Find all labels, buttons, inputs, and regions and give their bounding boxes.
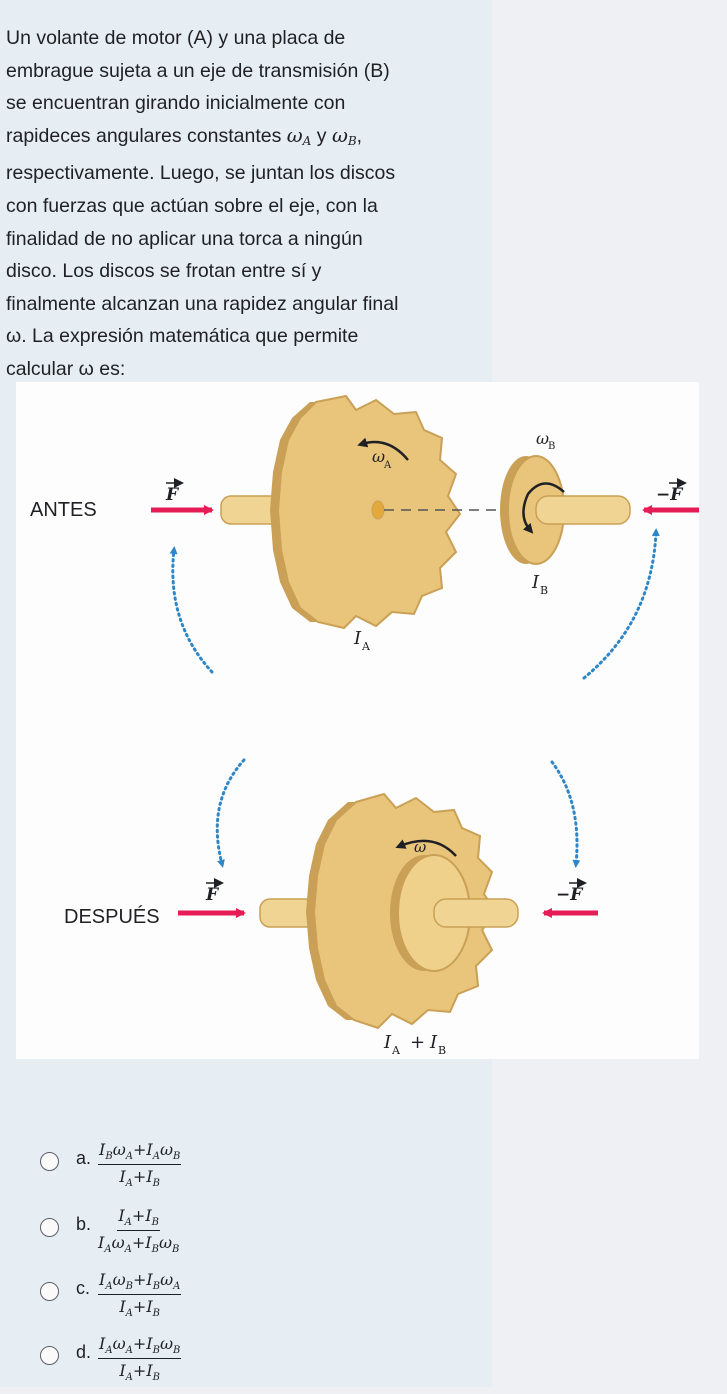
clutch-diagram: ANTES F ω A ω B −F I bbox=[30, 394, 699, 1057]
option-d[interactable]: d. IAωA+IBωB IA+IB bbox=[40, 1334, 440, 1394]
question-line-text: y bbox=[311, 124, 332, 147]
question-line: calcular ω es: bbox=[6, 357, 126, 380]
omega-sub-b: B bbox=[548, 441, 555, 452]
inertia-sub-a: A bbox=[361, 640, 371, 653]
option-formula: IBωA+IAωB IA+IB bbox=[98, 1140, 182, 1190]
option-b[interactable]: b. IA+IB IAωA+IBωB bbox=[40, 1206, 440, 1266]
clutch-figure: ANTES F ω A ω B −F I bbox=[16, 382, 699, 1059]
question-line: ω. La expresión matemática que permite bbox=[6, 325, 359, 348]
formula-numerator: IBωA+IAωB bbox=[98, 1140, 182, 1166]
question-line: rapideces angulares constantes ωA y ωB, bbox=[6, 120, 476, 158]
question-line: respectivamente. Luego, se juntan los di… bbox=[6, 162, 396, 185]
rotation-arrow-b bbox=[522, 482, 565, 534]
option-formula: IAωB+IBωA IA+IB bbox=[98, 1270, 182, 1320]
formula-denominator: IA+IB bbox=[119, 1167, 160, 1190]
omega-label-combined: ω bbox=[414, 838, 426, 856]
question-line: Un volante de motor (A) y una placa de bbox=[6, 27, 346, 49]
option-letter: a. bbox=[76, 1148, 92, 1168]
formula-denominator: IA+IB bbox=[119, 1297, 160, 1320]
question-line-text: rapideces angulares constantes bbox=[6, 124, 287, 147]
rotation-arrow-a bbox=[357, 437, 409, 461]
radio-button[interactable] bbox=[40, 1346, 59, 1365]
combined-gear bbox=[306, 792, 519, 1030]
radio-button[interactable] bbox=[40, 1282, 59, 1301]
omega-a-symbol: ω bbox=[286, 123, 303, 147]
formula-denominator: IA+IB bbox=[119, 1361, 160, 1384]
inertia-label-b: I bbox=[531, 572, 540, 593]
question-line: embrague sujeta a un eje de transmisión … bbox=[6, 59, 390, 82]
clutch-plate-b bbox=[500, 455, 631, 565]
omega-b-subscript: B bbox=[347, 133, 357, 148]
omega-sub-a: A bbox=[383, 460, 392, 471]
option-formula: IA+IB IAωA+IBωB bbox=[98, 1206, 179, 1255]
force-label-left-after: F bbox=[205, 885, 220, 905]
transition-arrow-upleft bbox=[169, 546, 214, 674]
option-letter: b. bbox=[76, 1214, 92, 1234]
plus-sign: + bbox=[410, 1032, 425, 1053]
question-line: con fuerzas que actúan sobre el eje, con… bbox=[6, 194, 378, 217]
option-a[interactable]: a. IBωA+IAωB IA+IB bbox=[40, 1140, 440, 1200]
option-c[interactable]: c. IAωB+IBωA IA+IB bbox=[40, 1270, 440, 1330]
question-line: finalidad de no aplicar una torca a ning… bbox=[6, 227, 363, 250]
option-letter: c. bbox=[76, 1278, 91, 1298]
radio-button[interactable] bbox=[40, 1218, 59, 1237]
neg-force-label-right-after: −F bbox=[556, 885, 584, 905]
inertia-label-combined-b: I bbox=[429, 1032, 438, 1053]
question-line: finalmente alcanzan una rapidez angular … bbox=[6, 292, 399, 315]
question-line-text: , bbox=[356, 124, 363, 147]
transition-arrow-downleft bbox=[215, 758, 246, 868]
flywheel-a bbox=[270, 394, 462, 630]
force-label-left: F bbox=[165, 485, 180, 505]
formula-numerator: IA+IB bbox=[117, 1206, 160, 1232]
inertia-label-combined-a: I bbox=[383, 1032, 392, 1053]
option-formula: IAωA+IBωB IA+IB bbox=[98, 1334, 182, 1384]
omega-label-a: ω bbox=[372, 447, 385, 466]
omega-label-b: ω bbox=[536, 429, 549, 448]
question-text: Un volante de motor (A) y una placa de e… bbox=[6, 22, 476, 386]
formula-denominator: IAωA+IBωB bbox=[98, 1233, 180, 1256]
formula-numerator: IAωA+IBωB bbox=[98, 1334, 182, 1360]
transition-arrow-upright bbox=[582, 528, 660, 680]
formula-numerator: IAωB+IBωA bbox=[98, 1270, 182, 1296]
radio-button[interactable] bbox=[40, 1152, 59, 1171]
question-line: disco. Los discos se frotan entre sí y bbox=[6, 260, 322, 283]
rotation-arrow-combined bbox=[395, 839, 457, 857]
option-letter: d. bbox=[76, 1342, 92, 1362]
inertia-sub-b: B bbox=[540, 584, 548, 597]
neg-force-label-right: −F bbox=[656, 485, 684, 505]
inertia-sub-combined-b: B bbox=[438, 1044, 446, 1057]
question-line: se encuentran girando inicialmente con bbox=[6, 92, 346, 115]
omega-b-symbol: ω bbox=[331, 123, 348, 147]
transition-arrow-downright bbox=[550, 760, 581, 868]
inertia-sub-combined-a: A bbox=[391, 1044, 401, 1057]
inertia-label-a: I bbox=[353, 628, 362, 649]
after-label: DESPUÉS bbox=[64, 905, 160, 928]
before-label: ANTES bbox=[30, 499, 97, 521]
omega-a-subscript: A bbox=[302, 133, 312, 148]
